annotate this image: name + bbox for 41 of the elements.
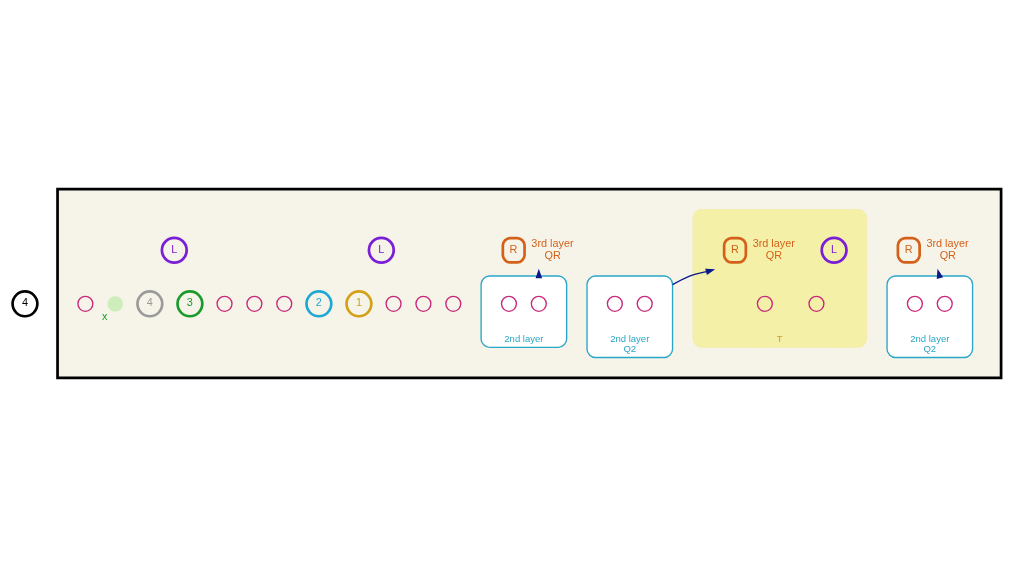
node-circle — [384, 295, 402, 312]
node-circle — [500, 295, 517, 312]
node-label: 2nd layer — [909, 332, 949, 344]
node-circle — [275, 295, 292, 312]
node-circle — [76, 295, 94, 312]
cluster — [585, 274, 673, 358]
node-circle: 4 — [10, 289, 39, 318]
node-circle — [807, 295, 825, 312]
node-circle: 4 — [135, 289, 164, 318]
node-circle — [530, 295, 547, 312]
node-label: QR — [544, 248, 561, 261]
cluster — [885, 274, 973, 358]
node-circle — [606, 295, 623, 312]
node-label: Q2 — [622, 342, 636, 354]
cluster — [479, 274, 567, 348]
node-label: QR — [765, 248, 782, 261]
node-label: x — [101, 309, 107, 322]
node-circle — [906, 295, 923, 312]
node-label: 3rd layer — [530, 236, 574, 249]
node-circle — [444, 295, 461, 312]
node-circle: 2 — [304, 289, 333, 318]
node-label: QR — [939, 248, 956, 261]
node-circle — [636, 295, 653, 312]
node-circle: L — [160, 236, 188, 264]
node-circle — [936, 295, 953, 312]
arrow — [671, 268, 715, 285]
node-circle: L — [819, 236, 848, 264]
node-circle — [414, 295, 432, 312]
node-circle — [106, 295, 123, 312]
node-circle — [245, 295, 263, 312]
node-circle: 1 — [344, 289, 373, 318]
node-label: 2nd layer — [503, 332, 543, 344]
node-circle: L — [367, 236, 395, 264]
node-label: 3rd layer — [925, 236, 969, 249]
node-circle — [756, 295, 773, 312]
node-circle — [215, 295, 233, 312]
node-circle: 3 — [175, 289, 204, 318]
node-label: Q2 — [922, 342, 936, 354]
node-label: 2nd layer — [609, 332, 649, 344]
cluster — [55, 187, 1002, 379]
node-label: 3rd layer — [752, 236, 795, 249]
